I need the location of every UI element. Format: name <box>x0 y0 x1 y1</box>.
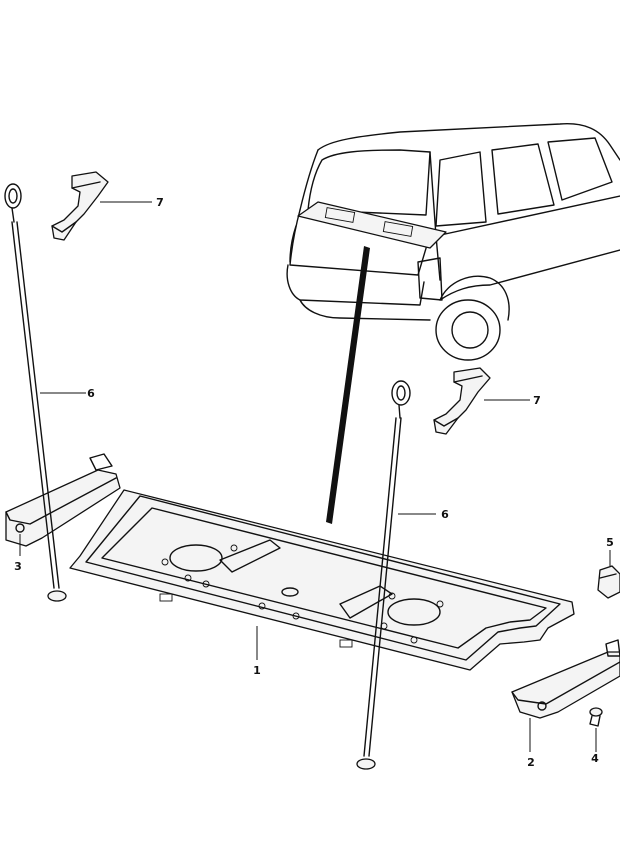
callout-4: 4 <box>591 752 599 765</box>
callout-3: 3 <box>14 560 22 573</box>
vehicle-illustration <box>286 123 620 361</box>
callout-leaders <box>19 201 611 752</box>
callout-2: 2 <box>527 756 535 769</box>
callout-7-top: 7 <box>156 196 164 209</box>
support-bracket-left <box>5 453 121 547</box>
lift-cord-right <box>356 380 411 770</box>
support-bracket-right <box>511 639 620 719</box>
retainer-right <box>433 367 491 435</box>
parcel-shelf <box>69 489 575 671</box>
callout-5: 5 <box>606 536 614 549</box>
callout-7-right: 7 <box>533 394 541 407</box>
callout-1: 1 <box>253 664 261 677</box>
lift-cord-left <box>4 183 67 602</box>
location-arrow <box>326 246 370 524</box>
screw <box>589 707 603 727</box>
clip <box>597 565 620 599</box>
callout-6-right: 6 <box>441 508 449 521</box>
retainer-top-left <box>51 171 109 241</box>
callout-6-left: 6 <box>87 387 95 400</box>
